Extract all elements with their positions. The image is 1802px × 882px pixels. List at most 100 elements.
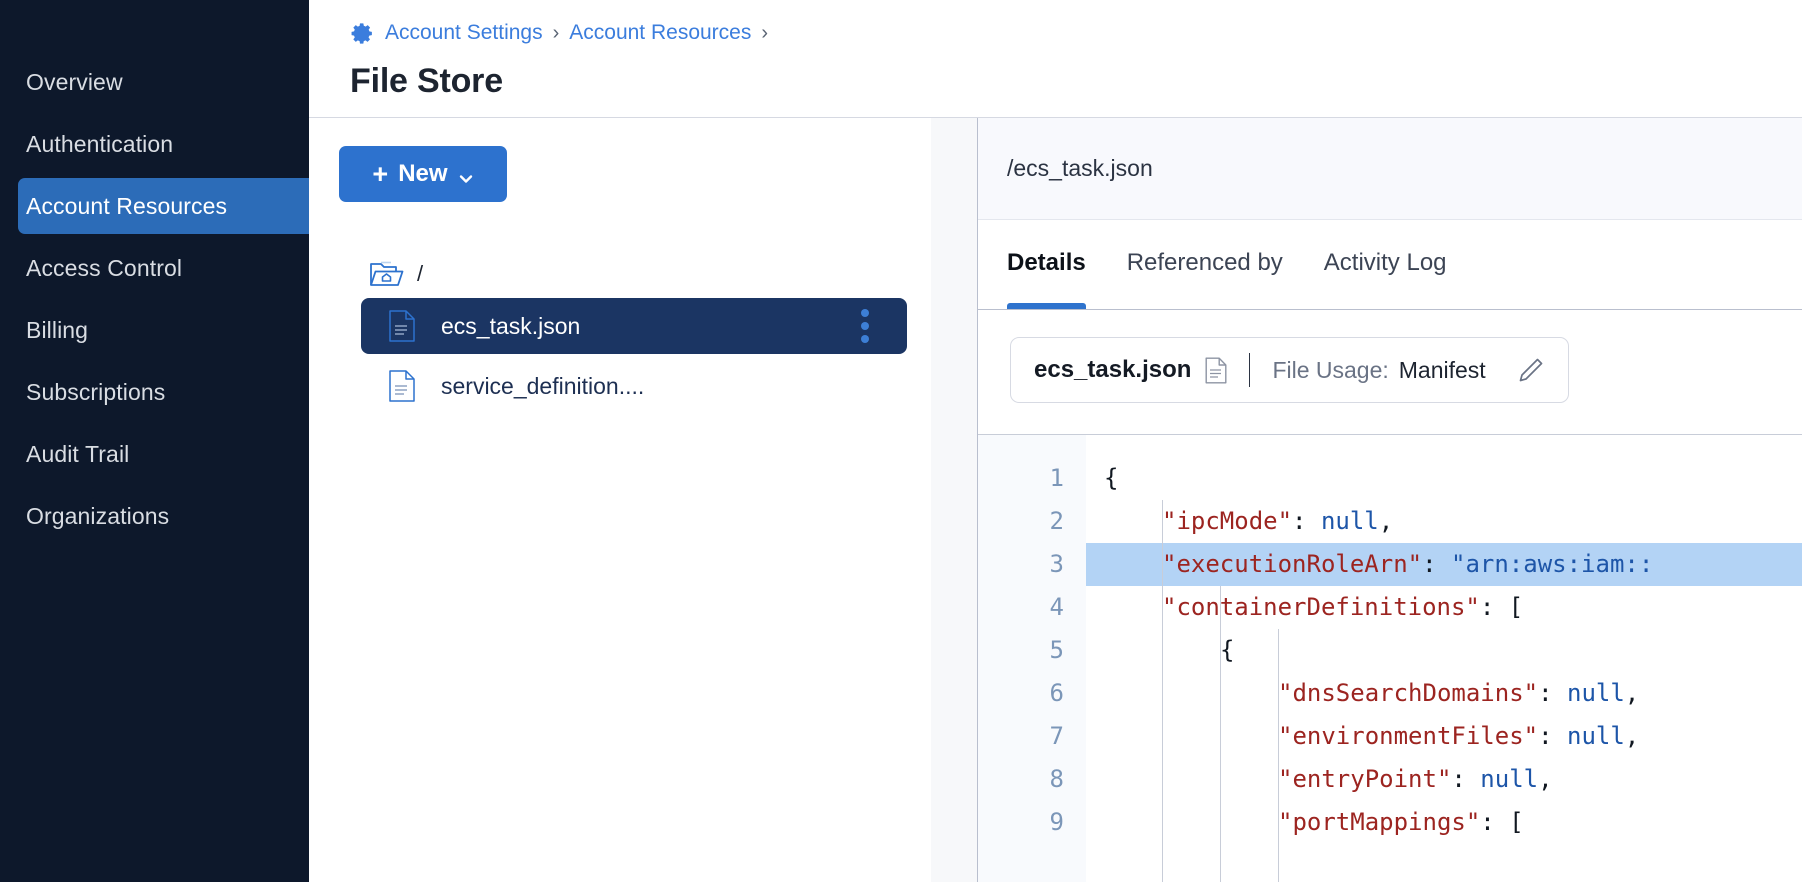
code-line[interactable]: "portMappings": [ — [1086, 801, 1802, 844]
detail-tabs: Details Referenced by Activity Log — [978, 220, 1802, 310]
sidebar-item-label: Subscriptions — [26, 378, 166, 405]
file-usage-filename: ecs_task.json — [1034, 356, 1192, 383]
code-token-tail: , — [1378, 507, 1394, 535]
file-row[interactable]: service_definition.... — [361, 358, 907, 414]
code-token-key: "executionRoleArn" — [1162, 550, 1423, 578]
breadcrumb-separator-trailing: › — [761, 21, 769, 44]
page-title: File Store — [350, 62, 503, 100]
breadcrumb-item-account-settings[interactable]: Account Settings — [385, 21, 543, 44]
tab-referenced-by[interactable]: Referenced by — [1127, 220, 1283, 309]
indent-guide — [1162, 500, 1163, 882]
sidebar-item-label: Overview — [26, 68, 123, 95]
line-number: 4 — [1049, 593, 1064, 621]
breadcrumb-item-account-resources[interactable]: Account Resources — [569, 21, 752, 44]
line-number: 1 — [1049, 464, 1064, 492]
code-token-key: "ipcMode" — [1162, 507, 1293, 535]
plus-icon: + — [372, 158, 389, 189]
code-token-value: null — [1567, 679, 1625, 707]
code-token-sep: : — [1479, 593, 1509, 621]
sidebar-item-account-resources[interactable]: Account Resources — [18, 178, 309, 234]
file-path-bar: /ecs_task.json — [978, 118, 1802, 220]
file-name-label: ecs_task.json — [441, 312, 581, 339]
code-token-sep: : — [1538, 679, 1567, 707]
tree-root-folder[interactable]: / — [337, 254, 931, 294]
code-line[interactable]: "environmentFiles": null, — [1086, 715, 1802, 758]
sidebar-item-label: Billing — [26, 316, 89, 343]
code-line[interactable]: "ipcMode": null, — [1086, 500, 1802, 543]
sidebar-item-billing[interactable]: Billing — [0, 302, 309, 358]
code-token-value: "arn:aws:iam:: — [1451, 550, 1654, 578]
sidebar-item-subscriptions[interactable]: Subscriptions — [0, 364, 309, 420]
tree-root-label: / — [417, 261, 424, 286]
code-token-key: "portMappings" — [1278, 808, 1481, 836]
file-usage-label: File Usage: — [1272, 356, 1389, 383]
indent-guide — [1220, 586, 1221, 882]
code-token-tail: , — [1624, 679, 1640, 707]
code-token-sep: : — [1422, 550, 1451, 578]
code-token: { — [1104, 464, 1119, 492]
tab-label: Referenced by — [1126, 248, 1283, 276]
sidebar-item-label: Access Control — [26, 254, 183, 281]
file-row[interactable]: ecs_task.json — [361, 298, 907, 354]
sidebar-item-organizations[interactable]: Organizations — [0, 488, 309, 544]
file-usage-value: Manifest — [1398, 356, 1486, 383]
sidebar-item-authentication[interactable]: Authentication — [0, 116, 309, 172]
code-token-tail: , — [1538, 765, 1553, 793]
code-token-key: "dnsSearchDomains" — [1278, 679, 1539, 707]
code-token-value: null — [1320, 507, 1379, 535]
content-area: + New — [309, 118, 1802, 882]
tab-activity-log[interactable]: Activity Log — [1324, 220, 1447, 309]
code-token-value: null — [1567, 722, 1625, 750]
code-token-sep: : — [1480, 808, 1510, 836]
chevron-down-icon — [458, 166, 474, 183]
new-button[interactable]: + New — [339, 146, 507, 202]
code-line[interactable]: { — [1086, 629, 1802, 672]
new-button-label: New — [398, 160, 448, 187]
code-content[interactable]: {"ipcMode": null,"executionRoleArn": "ar… — [1086, 435, 1802, 882]
code-token-value: [ — [1509, 808, 1524, 836]
sidebar-item-label: Audit Trail — [26, 440, 130, 467]
file-usage-box: ecs_task.json File Usage: Manifest — [1010, 337, 1569, 403]
file-rows: ecs_task.json service_definition.... — [337, 298, 931, 414]
line-number: 5 — [1049, 636, 1064, 664]
folder-home-icon — [369, 259, 405, 289]
sidebar-item-overview[interactable]: Overview — [0, 54, 309, 110]
sidebar-item-audit-trail[interactable]: Audit Trail — [0, 426, 309, 482]
code-token-value: [ — [1508, 593, 1524, 621]
pencil-icon[interactable] — [1516, 355, 1546, 385]
code-token-sep: : — [1292, 507, 1321, 535]
page-header: Account Settings › Account Resources › F… — [309, 0, 1802, 118]
code-line[interactable]: "entryPoint": null, — [1086, 758, 1802, 801]
tab-label: Activity Log — [1323, 248, 1447, 276]
code-line[interactable]: { — [1086, 457, 1802, 500]
code-token-sep: : — [1538, 722, 1567, 750]
file-tree: / ecs_task.json service_definition.... — [337, 254, 931, 414]
sidebar-item-access-control[interactable]: Access Control — [0, 240, 309, 296]
file-json-icon — [389, 310, 415, 342]
usage-divider — [1249, 353, 1251, 387]
line-number: 3 — [1049, 550, 1064, 578]
code-line[interactable]: "containerDefinitions": [ — [1086, 586, 1802, 629]
sidebar-item-label: Organizations — [26, 502, 170, 529]
code-token-sep: : — [1451, 765, 1481, 793]
pane-splitter[interactable] — [931, 118, 978, 882]
document-icon — [1205, 357, 1227, 384]
sidebar-item-label: Authentication — [26, 130, 174, 157]
code-line[interactable]: "executionRoleArn": "arn:aws:iam:: — [1086, 543, 1802, 586]
tab-label: Details — [1007, 248, 1086, 276]
tab-details[interactable]: Details — [1007, 220, 1086, 309]
breadcrumb: Account Settings › Account Resources › — [350, 16, 1802, 50]
code-line[interactable]: "dnsSearchDomains": null, — [1086, 672, 1802, 715]
line-number: 7 — [1049, 722, 1064, 750]
code-token-key: "entryPoint" — [1278, 765, 1452, 793]
file-list-pane: + New — [309, 118, 931, 882]
kebab-menu-icon[interactable] — [861, 309, 869, 343]
code-token-key: "environmentFiles" — [1278, 722, 1539, 750]
line-number: 9 — [1049, 808, 1064, 836]
code-token-tail: , — [1624, 722, 1640, 750]
